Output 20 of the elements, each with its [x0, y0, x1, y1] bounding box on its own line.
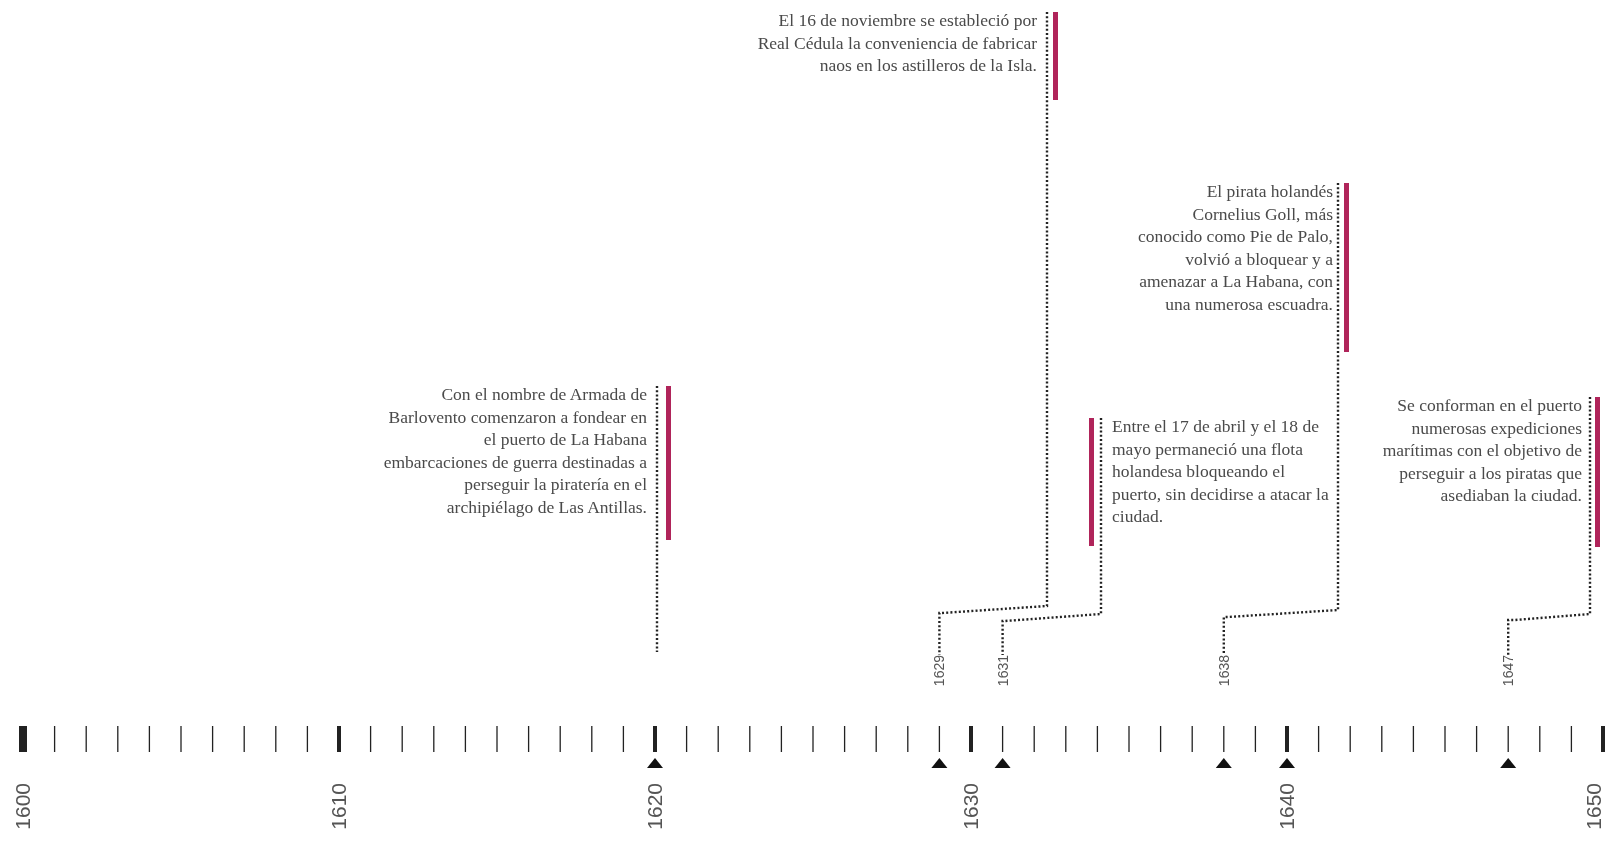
decade-label: 1640	[1275, 783, 1299, 830]
leader-line	[1222, 183, 1340, 655]
event-description: El pirata holandés Cornelius Goll, más conocido como Pie de Palo, volvió a bloquear y a amenazar a La Habana, con una numerosa escuadra.	[1137, 180, 1333, 315]
leader-line	[1001, 418, 1103, 655]
decade-label: 1610	[327, 783, 351, 830]
event-description: Con el nombre de Armada de Barlovento comenzaron a fondear en el puerto de La Habana embarcaciones de guerra destinadas a perseguir la piratería en el archipiélago de Las Antillas.	[382, 383, 647, 518]
event-description: El 16 de noviembre se estableció por Real Cédula la conveniencia de fabricar naos en los astilleros de la Isla.	[756, 9, 1037, 77]
year-label: 1638	[1214, 655, 1233, 687]
year-label: 1629	[930, 655, 949, 687]
year-label: 1631	[993, 655, 1012, 687]
event-description: Entre el 17 de abril y el 18 de mayo permaneció una flota holandesa bloqueando el puerto, sin decidirse a atacar la ciudad.	[1112, 415, 1330, 528]
decade-label: 1600	[11, 783, 35, 830]
decade-label: 1620	[643, 783, 667, 830]
leader-line	[655, 386, 659, 652]
decade-label: 1650	[1582, 783, 1606, 830]
leader-line	[938, 12, 1049, 655]
year-label: 1647	[1499, 655, 1518, 687]
decade-label: 1630	[959, 783, 983, 830]
leader-line	[1507, 397, 1592, 655]
event-description: Se conforman en el puerto numerosas expediciones marítimas con el objetivo de perseguir a los piratas que asediaban la ciudad.	[1381, 394, 1582, 507]
